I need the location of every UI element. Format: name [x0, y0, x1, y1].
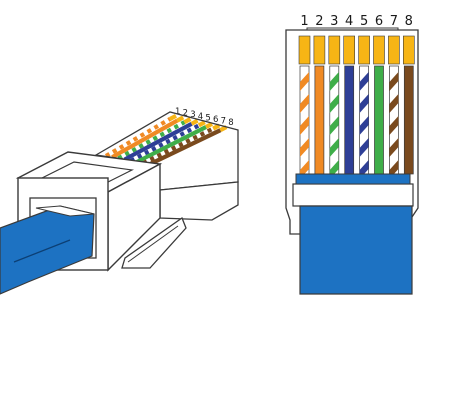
plug-latch-edge [127, 225, 179, 263]
perspective-wire-1 [104, 117, 172, 158]
perspective-contact-1 [169, 113, 177, 121]
gold-contact-6 [373, 35, 385, 65]
wire-stripe-3 [329, 94, 339, 113]
pin-label-4: 4 [345, 14, 353, 29]
wire-stripe-5 [359, 138, 369, 157]
wire-stripe-3 [329, 72, 339, 91]
perspective-cable-top [35, 205, 95, 217]
perspective-contact-4 [190, 118, 199, 126]
perspective-wire-6 [136, 125, 207, 164]
pinout-wires [299, 65, 414, 179]
wire-stripe-5 [359, 72, 369, 91]
wire-8 [403, 65, 414, 175]
perspective-pin-label-8: 8 [228, 118, 233, 128]
perspective-pin-label-5: 5 [205, 113, 210, 123]
gold-contact-4 [343, 35, 356, 65]
gold-contact-1 [298, 35, 311, 65]
wire-2 [314, 65, 325, 175]
pin-label-8: 8 [405, 14, 413, 29]
perspective-wire-3 [117, 120, 186, 161]
strain-relief-bar [292, 183, 414, 207]
wire-stripe-5 [359, 94, 369, 113]
perspective-wire-5 [129, 123, 200, 163]
gold-contact-7 [388, 35, 400, 65]
perspective-wires [104, 113, 228, 167]
gold-contact-8 [402, 35, 415, 65]
perspective-wire-8 [148, 128, 222, 167]
perspective-contact-3 [183, 117, 192, 125]
gold-contact-5 [358, 35, 370, 65]
pin-label-5: 5 [360, 14, 368, 29]
gold-contacts [298, 35, 415, 65]
perspective-contact-6 [205, 121, 213, 129]
perspective-pin-label-6: 6 [213, 115, 218, 125]
perspective-pin-label-3: 3 [190, 110, 195, 120]
wire-stripe-1 [300, 116, 309, 135]
perspective-contact-2 [176, 115, 185, 123]
perspective-contact-8 [219, 125, 228, 133]
perspective-wire-stripe-7 [142, 126, 215, 166]
wire-stripe-7 [389, 94, 399, 113]
wire-stripe-7 [389, 116, 399, 135]
wire-stripe-1 [300, 138, 309, 157]
perspective-wire-2 [111, 118, 179, 160]
wire-stripe-1 [300, 94, 309, 113]
perspective-cable-sheen [13, 239, 71, 263]
perspective-pin-label-1: 1 [175, 107, 180, 117]
perspective-pin-label-2: 2 [183, 109, 188, 119]
pin-label-1: 1 [300, 14, 308, 29]
wire-6 [374, 65, 384, 175]
perspective-cable [0, 205, 95, 295]
wire-stripe-3 [329, 138, 339, 157]
pin-label-6: 6 [375, 14, 383, 29]
pinout-cable-jacket-top [295, 173, 411, 185]
pin-label-7: 7 [390, 14, 398, 29]
perspective-contact-7 [212, 123, 221, 131]
perspective-contact-5 [197, 120, 206, 128]
wire-stripe-7 [389, 138, 399, 157]
wire-stripe-3 [329, 116, 339, 135]
pinout-cable-jacket [299, 205, 413, 295]
perspective-pin-label-4: 4 [198, 112, 203, 122]
wire-stripe-5 [359, 116, 369, 135]
wire-stripe-1 [300, 72, 309, 91]
gold-contact-3 [328, 35, 341, 65]
perspective-pin-label-7: 7 [221, 117, 226, 127]
pin-label-2: 2 [315, 14, 323, 29]
pin-label-3: 3 [330, 14, 338, 29]
gold-contact-2 [313, 35, 326, 65]
wire-stripe-7 [389, 72, 399, 91]
wire-4 [344, 65, 355, 175]
plug-side-face [159, 181, 239, 221]
perspective-wire-4 [123, 121, 193, 162]
